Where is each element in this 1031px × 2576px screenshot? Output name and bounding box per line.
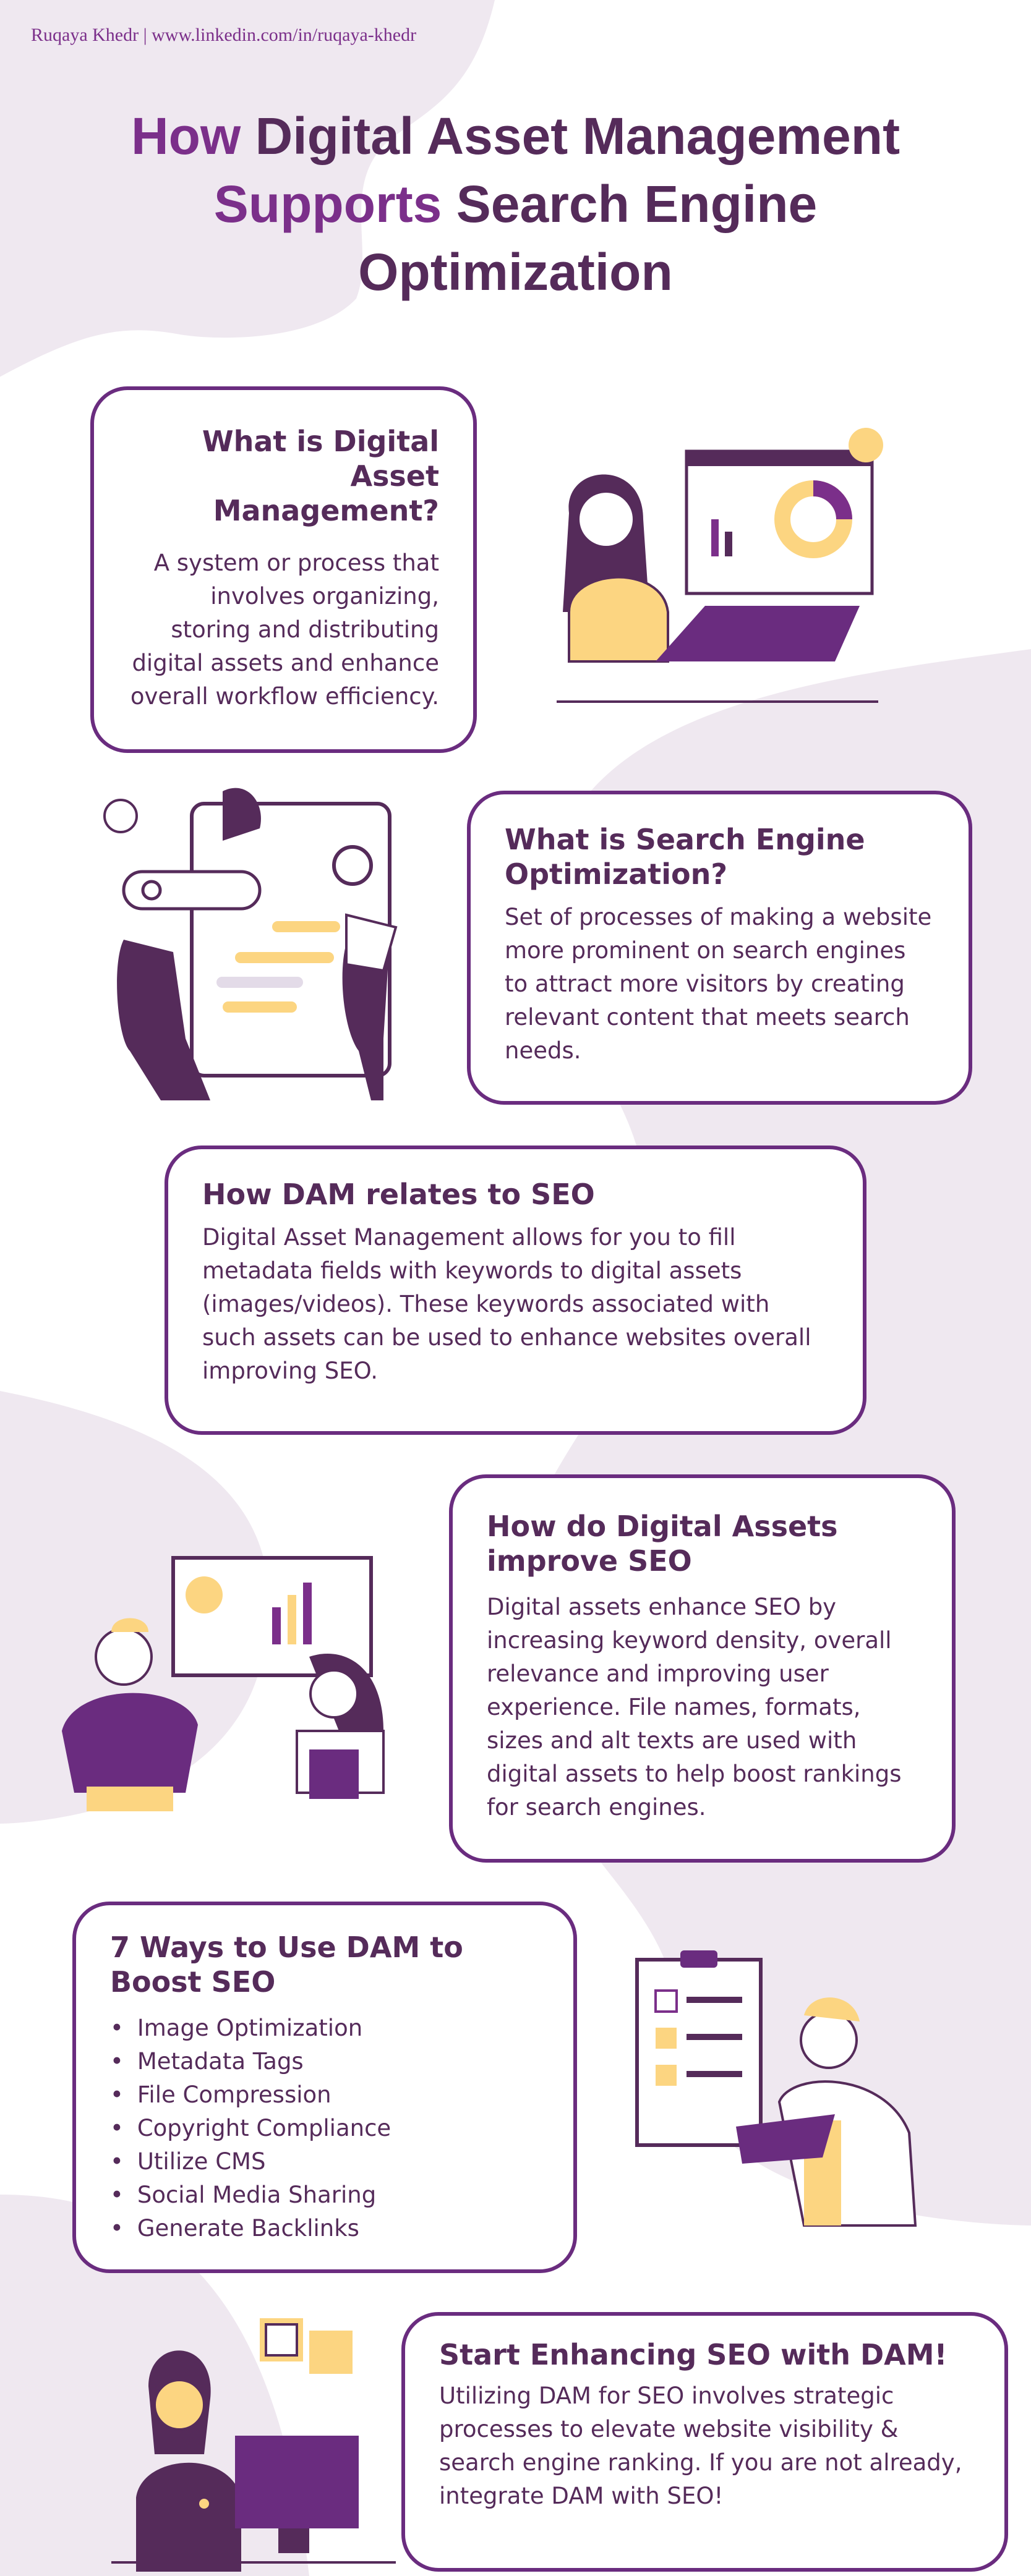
page-title: How Digital Asset Management Supports Se…	[0, 102, 1031, 306]
list-item: Social Media Sharing	[110, 2179, 539, 2212]
presentation-illustration	[62, 1556, 385, 1811]
ways-list: Image Optimization Metadata Tags File Co…	[110, 2012, 539, 2245]
author-credit: Ruqaya Khedr | www.linkedin.com/in/ruqay…	[31, 25, 417, 45]
list-item: File Compression	[110, 2078, 539, 2112]
section-body: Digital assets enhance SEO by increasing…	[487, 1594, 902, 1821]
list-item: Utilize CMS	[110, 2145, 539, 2179]
section-heading: Start Enhancing SEO with DAM!	[439, 2338, 948, 2371]
section-dam-relates-seo: How DAM relates to SEO Digital Asset Man…	[165, 1146, 866, 1435]
section-body: Set of processes of making a website mor…	[505, 904, 932, 1064]
section-heading: How do Digital Assets improve SEO	[487, 1510, 838, 1578]
section-start-enhancing: Start Enhancing SEO with DAM! Utilizing …	[401, 2312, 1008, 2572]
title-text: Search Engine	[456, 175, 818, 233]
section-heading: What is Search Engine Optimization?	[505, 823, 865, 891]
section-heading: How DAM relates to SEO	[202, 1178, 595, 1211]
section-body: Utilizing DAM for SEO involves strategic…	[439, 2383, 962, 2509]
section-body: Digital Asset Management allows for you …	[202, 1224, 811, 1384]
woman-laptop-illustration	[557, 428, 883, 703]
title-text: Optimization	[358, 243, 673, 301]
title-accent: Supports	[213, 175, 442, 233]
title-text: Digital Asset Management	[255, 107, 901, 165]
list-item: Metadata Tags	[110, 2045, 539, 2078]
section-what-is-seo: What is Search Engine Optimization? Set …	[467, 791, 972, 1105]
checklist-tablet-illustration	[635, 1950, 917, 2227]
list-item: Image Optimization	[110, 2012, 539, 2045]
section-what-is-dam: What is Digital Asset Management? A syst…	[90, 386, 477, 753]
woman-phone-computer-illustration	[111, 2318, 396, 2572]
section-body: A system or process that involves organi…	[130, 550, 439, 710]
team-search-illustration	[103, 788, 398, 1100]
list-item: Copyright Compliance	[110, 2112, 539, 2145]
title-accent: How	[130, 107, 241, 165]
section-heading: What is Digital Asset Management?	[202, 425, 439, 527]
section-seven-ways: 7 Ways to Use DAM to Boost SEO Image Opt…	[72, 1902, 577, 2273]
list-item: Generate Backlinks	[110, 2212, 539, 2245]
section-heading: 7 Ways to Use DAM to Boost SEO	[110, 1931, 463, 1999]
section-assets-improve-seo: How do Digital Assets improve SEO Digita…	[449, 1474, 956, 1863]
